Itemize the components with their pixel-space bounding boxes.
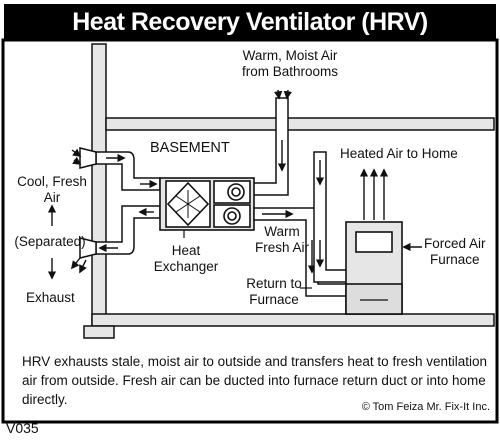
furnace-panel [355, 231, 393, 253]
basement-floor-slab [91, 313, 495, 327]
exhaust-fan [227, 183, 245, 201]
label-cool-fresh-air-2: Air [43, 190, 61, 205]
label-warm-fresh-air-1: Warm [264, 224, 300, 239]
figure-code: V035 [6, 420, 39, 436]
label-return-to-furnace-1: Return to [246, 276, 302, 291]
outer-border [1, 38, 499, 424]
diagram-caption: HRV exhausts stale, moist air to outside… [22, 354, 487, 407]
label-cool-fresh-air-1: Cool, Fresh [17, 174, 87, 189]
fresh-air-duct [79, 147, 161, 191]
first-floor-joist [105, 117, 495, 131]
label-separated: (Separated) [14, 234, 86, 249]
wall-footing [83, 325, 115, 339]
label-basement: BASEMENT [150, 140, 230, 156]
label-return-to-furnace-2: Furnace [249, 292, 299, 307]
house-structure [83, 43, 495, 339]
credit-line: © Tom Feiza Mr. Fix-It Inc. [361, 401, 490, 413]
label-forced-air-furnace-1: Forced Air [424, 236, 486, 251]
hrv-unit [159, 177, 255, 231]
label-heat-exchanger-1: Heat [171, 243, 201, 258]
label-exhaust: Exhaust [26, 290, 75, 305]
foundation-wall [91, 43, 107, 327]
exhaust-duct [79, 205, 161, 259]
diagram-title: Heat Recovery Ventilator (HRV) [4, 4, 496, 40]
label-warm-moist-air-2: from Bathrooms [241, 64, 339, 79]
label-warm-moist-air-1: Warm, Moist Air [242, 48, 338, 63]
furnace [345, 221, 403, 315]
label-heat-exchanger-2: Exchanger [153, 259, 219, 274]
return-duct [313, 151, 349, 283]
label-warm-fresh-air-2: Fresh Air [254, 240, 310, 255]
supply-fan [223, 207, 241, 225]
label-forced-air-furnace-2: Furnace [430, 252, 480, 267]
label-heated-air: Heated Air to Home [340, 146, 458, 161]
